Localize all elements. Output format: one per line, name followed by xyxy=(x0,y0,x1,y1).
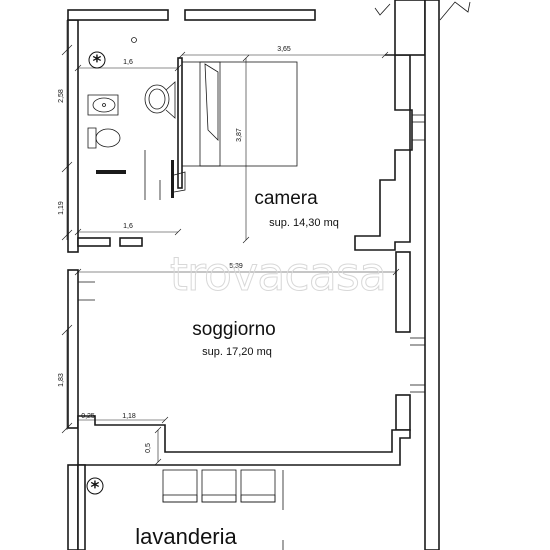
dim-bedroom-width: 3,65 xyxy=(277,46,291,53)
dim-hall-width: 1,6 xyxy=(123,223,133,230)
dim-hall-height: 1,19 xyxy=(58,201,65,215)
dim-living-width: 5,39 xyxy=(229,263,243,270)
dim-niche-b: 1,18 xyxy=(122,413,136,420)
room-name-lavanderia: lavanderia xyxy=(135,524,237,549)
dim-niche-a: 0,25 xyxy=(81,413,95,420)
dim-bedroom-height: 3,87 xyxy=(236,128,243,142)
watermark: trovacasa xyxy=(170,247,386,301)
asterisk-glyph-top: * xyxy=(93,52,102,72)
asterisk-glyph-bottom: * xyxy=(91,478,100,498)
dim-bath-height: 2,58 xyxy=(58,89,65,103)
room-area-soggiorno: sup. 17,20 mq xyxy=(202,346,272,358)
dim-niche-c: 0,5 xyxy=(145,443,152,453)
asterisk-marker-top: * xyxy=(88,51,106,72)
asterisk-marker-bottom: * xyxy=(86,477,104,498)
windows xyxy=(374,1,471,393)
room-name-camera: camera xyxy=(254,188,318,209)
dim-living-height: 1,83 xyxy=(58,373,65,387)
laundry-appliances xyxy=(162,469,284,550)
room-area-camera: sup. 14,30 mq xyxy=(269,217,339,229)
dim-bath-width: 1,6 xyxy=(123,59,133,66)
bed xyxy=(171,61,298,198)
dimension-lines xyxy=(61,20,400,466)
bathroom-fixtures xyxy=(87,37,176,200)
room-name-soggiorno: soggiorno xyxy=(192,319,275,340)
